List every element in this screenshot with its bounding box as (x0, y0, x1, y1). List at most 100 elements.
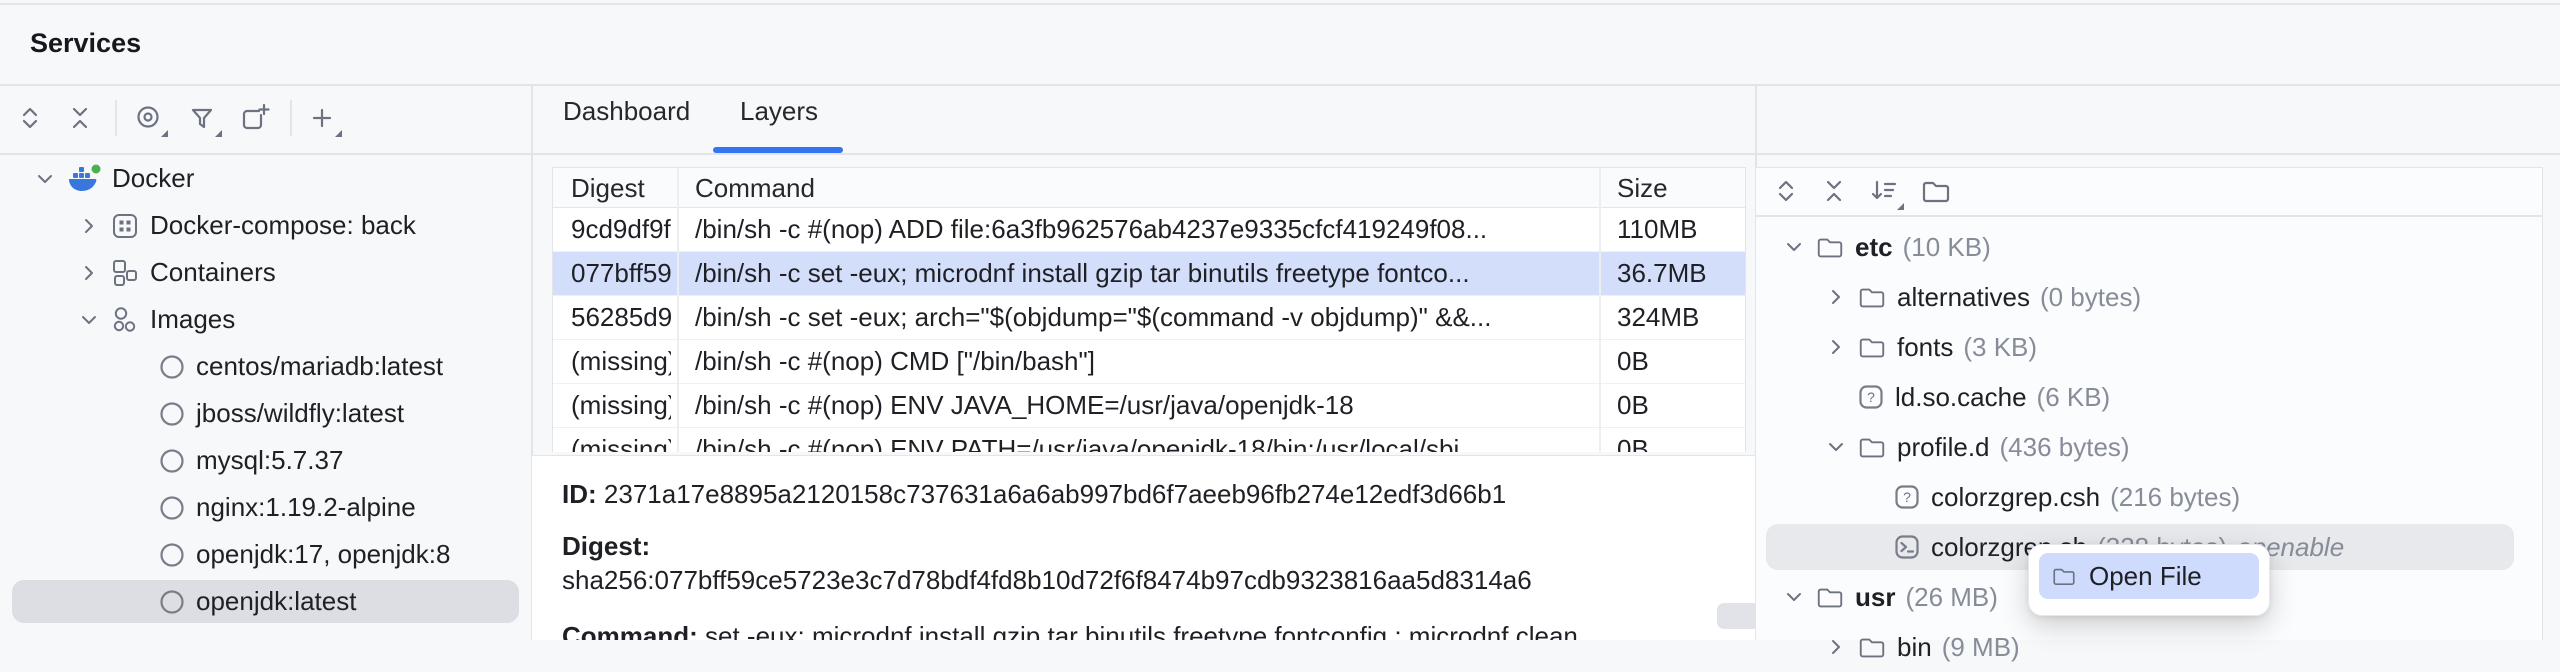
add-service-in-new-tab-button[interactable] (232, 96, 276, 140)
chevron-right-icon (1832, 340, 1840, 354)
context-menu: Open File (2028, 544, 2270, 616)
folder-icon (1859, 338, 1885, 358)
file-size: (26 MB) (1905, 581, 1998, 612)
table-header: Digest Command Size (553, 168, 1745, 208)
cell-command: /bin/sh -c #(nop) ENV JAVA_HOME=/usr/jav… (695, 390, 1354, 420)
add-service-button[interactable] (300, 96, 344, 140)
digest-value: sha256:077bff59ce5723e3c7d78bdf4fd8b10d7… (562, 565, 1532, 595)
file-item-fonts[interactable]: fonts (3 KB) (1825, 322, 2037, 372)
detail-id-line: ID: 2371a17e8895a2120158c737631a6a6ab997… (562, 476, 1506, 512)
right-panel-divider[interactable] (1755, 84, 1757, 640)
file-item-colorzgrep-csh[interactable]: ? colorzgrep.csh (216 bytes) (1893, 472, 2240, 522)
table-row[interactable]: 56285d9a /bin/sh -c set -eux; arch="$(ob… (553, 296, 1745, 340)
tree-expand-all-button[interactable] (1764, 169, 1808, 213)
tree-item-label: openjdk:latest (196, 586, 357, 616)
eye-icon (137, 106, 159, 128)
tree-item-docker[interactable]: Docker (34, 155, 194, 202)
file-name: etc (1855, 231, 1893, 262)
titlebar-border (0, 84, 2560, 86)
left-panel-divider[interactable] (531, 84, 533, 640)
filter-button[interactable] (180, 96, 224, 140)
detail-command-line: Command: set -eux; microdnf install gzip… (562, 618, 1607, 640)
cell-size: 0B (1617, 346, 1649, 376)
file-item-profile-d[interactable]: profile.d (436 bytes) (1825, 422, 2130, 472)
file-size: (9 MB) (1941, 631, 2020, 662)
cell-digest: 077bff59 (571, 258, 671, 288)
image-circle-icon (160, 401, 184, 426)
folder-icon (2053, 568, 2075, 585)
tree-item-image-mysql[interactable]: mysql:5.7.37 (158, 437, 343, 484)
digest-label: Digest: (562, 531, 651, 561)
tree-item-label: Docker-compose: back (150, 210, 416, 240)
column-header-digest[interactable]: Digest (571, 173, 645, 203)
table-row[interactable]: 9cd9df9f /bin/sh -c #(nop) ADD file:6a3f… (553, 208, 1745, 252)
tree-item-label: Docker (112, 163, 195, 193)
table-row[interactable]: (missing) /bin/sh -c #(nop) ENV PATH=/us… (553, 428, 1745, 452)
tree-item-label: centos/mariadb:latest (196, 351, 444, 381)
dropdown-corner-icon (215, 130, 222, 137)
cell-size: 36.7MB (1617, 258, 1707, 288)
file-name: usr (1855, 581, 1896, 612)
cell-command: /bin/sh -c #(nop) CMD ["/bin/bash"] (695, 346, 1095, 376)
file-item-bin[interactable]: bin (9 MB) (1825, 622, 2020, 672)
cell-size: 0B (1617, 434, 1649, 452)
tree-item-images[interactable]: Images (78, 296, 235, 343)
selected-row-highlight (12, 580, 519, 623)
tree-sort-button[interactable] (1862, 169, 1906, 213)
tree-item-image-jboss-wildfly[interactable]: jboss/wildfly:latest (158, 390, 404, 437)
svg-text:?: ? (1903, 489, 1911, 505)
context-menu-item-open-file[interactable]: Open File (2039, 553, 2259, 599)
collapse-all-button[interactable] (58, 96, 102, 140)
column-divider[interactable] (677, 168, 679, 452)
expand-all-button[interactable] (8, 96, 52, 140)
tree-item-image-nginx[interactable]: nginx:1.19.2-alpine (158, 484, 416, 531)
tree-item-docker-compose[interactable]: Docker-compose: back (78, 202, 416, 249)
chevron-right-icon (1832, 290, 1840, 304)
column-divider[interactable] (1599, 168, 1601, 452)
cell-digest: (missing) (571, 434, 671, 452)
cell-command: /bin/sh -c #(nop) ADD file:6a3fb962576ab… (695, 214, 1488, 244)
tree-item-image-centos-mariadb[interactable]: centos/mariadb:latest (158, 343, 443, 390)
chevron-down-icon (82, 315, 96, 324)
layer-details-pane: ID: 2371a17e8895a2120158c737631a6a6ab997… (532, 455, 1755, 640)
tree-item-image-openjdk-latest[interactable]: openjdk:latest (158, 578, 356, 625)
image-circle-icon (160, 542, 184, 567)
scrollbar-thumb[interactable] (1717, 603, 1755, 629)
file-size: (6 KB) (2036, 381, 2111, 412)
image-circle-icon (160, 495, 184, 520)
toolbar-separator (115, 100, 117, 136)
chevron-down-icon (1829, 443, 1843, 451)
table-row[interactable]: (missing) /bin/sh -c #(nop) CMD ["/bin/b… (553, 340, 1745, 384)
toolbar-separator (290, 100, 292, 136)
tree-collapse-all-button[interactable] (1812, 169, 1856, 213)
tab-dashboard[interactable]: Dashboard (563, 96, 691, 126)
table-row-selected[interactable]: 077bff59 /bin/sh -c set -eux; microdnf i… (553, 252, 1745, 296)
file-item-usr[interactable]: usr (26 MB) (1783, 572, 1998, 622)
images-icon (113, 306, 136, 332)
tab-layers[interactable]: Layers (740, 96, 819, 126)
folder-icon (1859, 438, 1885, 458)
chevron-right-icon (1832, 640, 1840, 654)
tree-folders-button[interactable] (1914, 169, 1958, 213)
tree-item-label: openjdk:17, openjdk:8 (196, 539, 451, 569)
file-item-etc[interactable]: etc (10 KB) (1783, 222, 1991, 272)
tree-item-label: mysql:5.7.37 (196, 445, 344, 475)
file-size: (10 KB) (1902, 231, 1991, 262)
file-item-alternatives[interactable]: alternatives (0 bytes) (1825, 272, 2141, 322)
collapse-all-icon (72, 107, 88, 129)
unknown-file-icon: ? (1895, 485, 1919, 509)
chevron-down-icon (1787, 593, 1801, 601)
column-header-size[interactable]: Size (1617, 173, 1668, 203)
folder-icon (1817, 588, 1843, 608)
tree-item-image-openjdk17-8[interactable]: openjdk:17, openjdk:8 (158, 531, 450, 578)
docker-compose-icon (113, 213, 137, 238)
file-name: bin (1897, 631, 1932, 662)
table-row[interactable]: (missing) /bin/sh -c #(nop) ENV JAVA_HOM… (553, 384, 1745, 428)
command-label: Command: (562, 621, 698, 640)
column-header-command[interactable]: Command (695, 173, 815, 203)
cell-command: /bin/sh -c set -eux; microdnf install gz… (695, 258, 1470, 288)
view-options-button[interactable] (126, 96, 170, 140)
tree-item-containers[interactable]: Containers (78, 249, 276, 296)
file-item-ld-so-cache[interactable]: ? ld.so.cache (6 KB) (1857, 372, 2110, 422)
cell-digest: (missing) (571, 390, 671, 420)
